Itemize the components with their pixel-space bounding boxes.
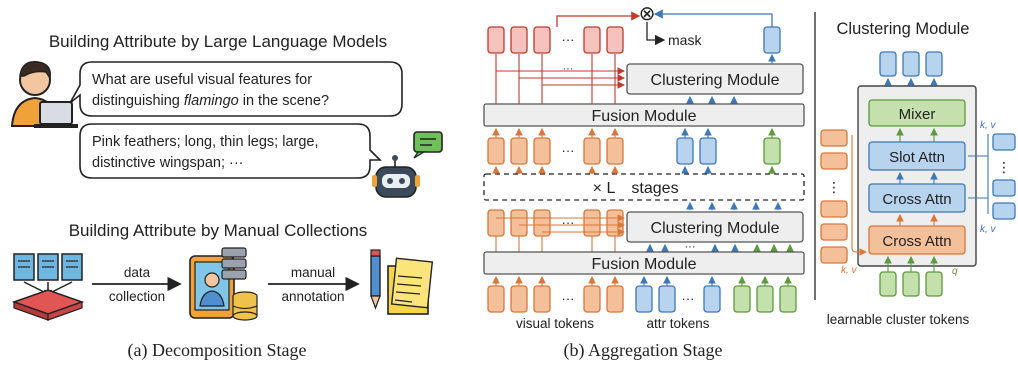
lower-tokens: ··· <box>487 209 624 237</box>
caption-b: (b) Aggregation Stage <box>564 340 723 361</box>
fusion-module-bottom-label: Fusion Module <box>592 256 697 273</box>
kv-top-label: k, v <box>980 120 997 131</box>
svg-text:⋮: ⋮ <box>827 179 841 195</box>
clustering-module-top-label: Clustering Module <box>651 72 780 89</box>
input-tokens: ··· ··· <box>487 285 797 313</box>
fusion-module-bottom <box>483 251 805 275</box>
learnable-cluster-tokens-label: learnable cluster tokens <box>827 312 970 327</box>
kv-mid-label: k, v <box>980 224 997 235</box>
blue-line-to-mask <box>653 9 773 27</box>
cross-attn-orange-block <box>868 225 966 255</box>
svg-text:···: ··· <box>562 143 575 158</box>
slot-attn-label: Slot Attn <box>889 149 945 166</box>
q-label: q <box>952 266 958 277</box>
svg-text:···: ··· <box>562 215 575 230</box>
visual-tokens-label: visual tokens <box>516 316 594 331</box>
answer-line-2: distinctive wingspan; ··· <box>92 155 244 171</box>
kv-left-label: k, v <box>841 265 858 276</box>
answer-bubble <box>79 123 382 179</box>
data-label: data <box>124 265 151 280</box>
right-blue-tokens: ⋮ <box>992 133 1016 220</box>
clustering-module-bottom-label: Clustering Module <box>651 220 780 237</box>
right-bracket-lines <box>968 134 989 214</box>
mask-arrow <box>646 22 666 46</box>
stages-box <box>483 173 805 201</box>
clustering-module-bottom <box>626 211 804 243</box>
robot-chat-icon <box>372 131 443 198</box>
person-laptop-icon <box>10 61 78 128</box>
manual-label: manual <box>291 265 335 280</box>
pencil-notes-icon <box>370 249 434 315</box>
red-line-to-mask <box>556 11 641 27</box>
right-output-tokens <box>879 51 943 77</box>
documents-tray-icon <box>11 253 85 321</box>
mid-up-arrows <box>492 127 776 138</box>
learnable-cluster-tokens <box>879 271 943 297</box>
manual-section-title: Building Attribute by Manual Collections <box>69 221 368 240</box>
mixer-label: Mixer <box>899 106 936 123</box>
top-red-connections <box>495 54 626 104</box>
svg-text:···: ··· <box>682 291 695 306</box>
attr-tokens-label: attr tokens <box>646 316 709 331</box>
top-blue-arrows <box>686 53 776 104</box>
bottom-up-arrows <box>646 243 794 252</box>
clustering-module-box <box>857 85 977 267</box>
svg-text:···: ··· <box>562 291 575 306</box>
lower-orange-connections <box>495 214 626 252</box>
cross-attn-blue-block <box>868 183 966 213</box>
question-line-1: What are useful visual features for <box>92 72 312 88</box>
answer-line-1: Pink feathers; long, thin legs; large, <box>92 134 319 150</box>
caption-a: (a) Decomposition Stage <box>128 340 307 361</box>
fusion-module-top-label: Fusion Module <box>592 108 697 125</box>
stages-word-label: stages <box>631 180 678 197</box>
red-dots: ··· <box>563 63 574 75</box>
svg-text:⋮: ⋮ <box>997 159 1011 175</box>
bottom-dots: ··· <box>685 241 696 253</box>
left-bracket-arrow <box>851 135 868 256</box>
mask-multiply-symbol: ⊗ <box>639 3 656 25</box>
stages-times-label: × L <box>593 180 616 197</box>
middle-tokens: ··· <box>487 137 781 165</box>
mixer-block <box>868 99 966 127</box>
left-orange-tokens: ⋮ <box>820 129 848 264</box>
llm-section-title: Building Attribute by Large Language Mod… <box>49 32 387 51</box>
clustering-module-top <box>626 63 804 95</box>
question-line-2: distinguishing flamingo in the scene? <box>92 93 329 109</box>
top-output-tokens: ··· <box>487 26 781 54</box>
slot-attn-block <box>868 141 966 171</box>
right-panel-title: Clustering Module <box>837 20 970 38</box>
mask-label: mask <box>668 32 702 48</box>
fusion-module-top <box>483 103 805 127</box>
svg-text:···: ··· <box>562 32 575 47</box>
question-bubble <box>69 61 403 117</box>
annotation-label: annotation <box>281 289 344 304</box>
collection-label: collection <box>109 289 165 304</box>
database-collection-icon <box>189 247 258 321</box>
cross-attn-orange-label: Cross Attn <box>882 233 951 250</box>
input-up-arrows <box>492 275 792 286</box>
cross-attn-blue-label: Cross Attn <box>882 191 951 208</box>
stage-arrows <box>492 165 782 210</box>
internal-arrows <box>884 77 938 272</box>
